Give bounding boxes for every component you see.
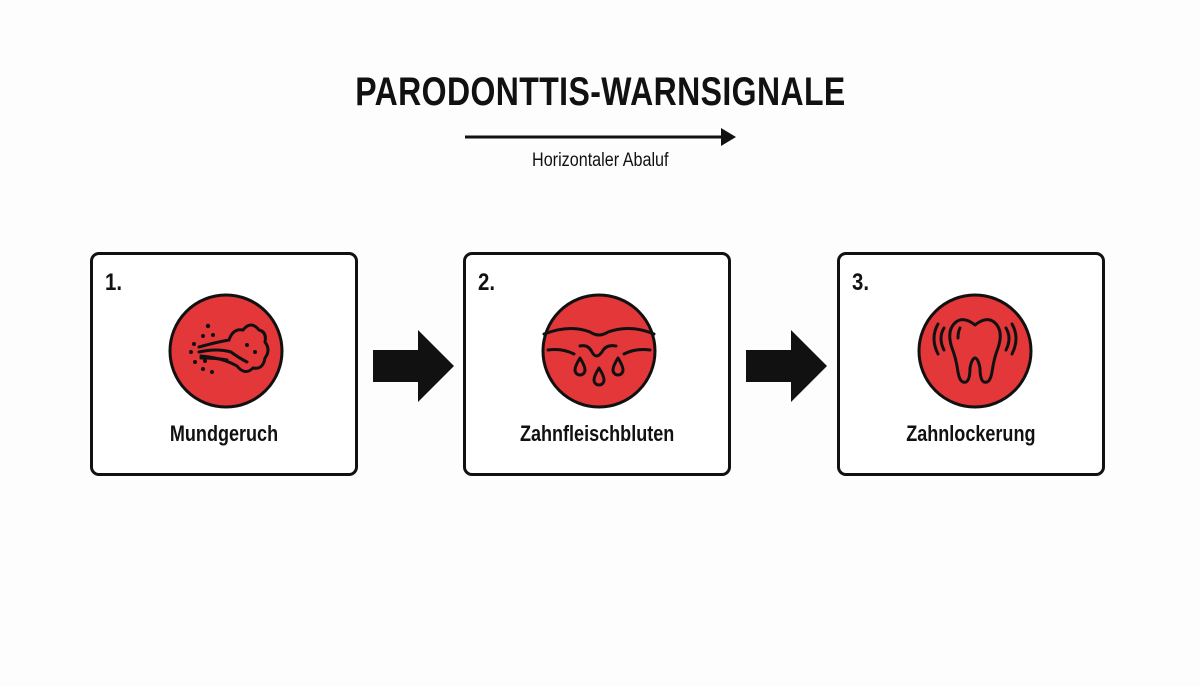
- flow-direction-label: Horizontaler Abaluf: [531, 150, 669, 171]
- step-label: Mundgeruch: [169, 421, 279, 446]
- step-card-3: 3. Zahnlockerung: [837, 252, 1105, 476]
- step-number: 3.: [852, 269, 870, 296]
- right-arrow-icon: [373, 330, 454, 402]
- step-number: 1.: [105, 269, 123, 296]
- bad-breath-icon: [168, 293, 284, 409]
- step-card-2: 2. Zahnfleischbluten: [463, 252, 731, 476]
- bleeding-gums-icon: [541, 293, 657, 409]
- step-number: 2.: [478, 269, 496, 296]
- loose-tooth-icon: [917, 293, 1033, 409]
- right-arrow-icon: [746, 330, 827, 402]
- page-title: PARODONTTIS-WARNSIGNALE: [354, 70, 846, 114]
- flow-direction-arrow-icon: [465, 128, 736, 146]
- step-label: Zahnfleischbluten: [519, 421, 675, 446]
- step-card-1: 1. Mundgeruch: [90, 252, 358, 476]
- step-label: Zahnlockerung: [906, 421, 1036, 446]
